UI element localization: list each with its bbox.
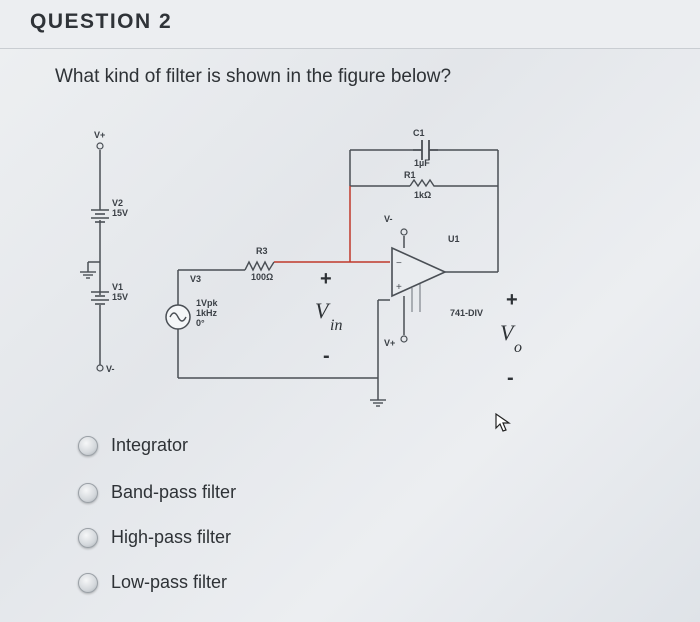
- c1-value-label: 1µF: [414, 158, 430, 168]
- v1-battery: [91, 291, 109, 305]
- answer-label: Integrator: [111, 435, 189, 455]
- vo-minus-sign: -: [507, 367, 514, 389]
- v2-battery: [91, 209, 109, 223]
- vo-v-symbol: V: [500, 320, 516, 345]
- vin-v-symbol: V: [315, 298, 331, 323]
- radio-button[interactable]: [78, 573, 98, 593]
- answer-label: Low-pass filter: [111, 572, 228, 592]
- radio-button[interactable]: [78, 436, 98, 456]
- v-plus-terminal: [96, 142, 104, 150]
- opamp-v-plus-terminal: [400, 335, 408, 343]
- v2-label: V2: [112, 198, 123, 208]
- opamp-v-minus-terminal: [400, 228, 408, 236]
- v1-value-label: 15V: [112, 292, 128, 302]
- ground-symbol-left: [80, 271, 96, 279]
- r1-value-label: 1kΩ: [414, 190, 431, 200]
- opamp-triangle: [391, 246, 447, 298]
- opamp-plus-sign: +: [396, 282, 402, 293]
- r3-value-label: 100Ω: [251, 272, 273, 282]
- answer-option-integrator[interactable]: Integrator: [78, 430, 338, 464]
- vin-minus-sign: -: [323, 345, 330, 367]
- v3-amplitude-label: 1Vpk: [196, 298, 219, 308]
- signal-wires: [177, 149, 499, 400]
- radio-button[interactable]: [78, 483, 98, 503]
- vin-subscript: in: [330, 317, 342, 334]
- opamp-minus-sign: −: [396, 258, 402, 269]
- v-plus-label: V+: [94, 130, 105, 140]
- inverting-node-wires: [274, 186, 390, 263]
- answer-option-low-pass[interactable]: Low-pass filter: [78, 567, 338, 601]
- answer-option-band-pass[interactable]: Band-pass filter: [78, 477, 338, 511]
- vo-subscript: o: [514, 339, 522, 356]
- mouse-pointer-icon: [495, 412, 511, 432]
- question-title: QUESTION 2: [30, 10, 173, 33]
- ground-symbol-bottom: [370, 399, 386, 407]
- v3-phase-label: 0°: [196, 318, 205, 328]
- supply-wires: [87, 150, 101, 365]
- opamp-offset-pins: [411, 284, 421, 312]
- r3-label: R3: [256, 246, 268, 256]
- v-minus-terminal: [96, 364, 104, 372]
- question-header: QUESTION 2: [0, 0, 700, 49]
- sine-wave-icon: [169, 312, 187, 322]
- answer-label: Band-pass filter: [111, 482, 237, 502]
- radio-button[interactable]: [78, 528, 98, 548]
- vin-plus-sign: +: [320, 268, 332, 290]
- opamp-v-minus-label: V-: [384, 214, 393, 224]
- opamp-v-plus-label: V+: [384, 338, 395, 348]
- u1-label: U1: [448, 234, 460, 244]
- v3-frequency-label: 1kHz: [196, 308, 218, 318]
- answer-label: High-pass filter: [111, 527, 232, 547]
- r3-resistor: [244, 260, 275, 272]
- v3-label: V3: [190, 274, 201, 284]
- v2-value-label: 15V: [112, 208, 128, 218]
- v1-label: V1: [112, 282, 123, 292]
- v-minus-label: V-: [106, 364, 115, 374]
- c1-label: C1: [413, 128, 425, 138]
- r1-resistor: [409, 178, 440, 188]
- opamp-model-label: 741-DIV: [450, 308, 483, 318]
- answer-option-high-pass[interactable]: High-pass filter: [78, 522, 338, 556]
- r1-label: R1: [404, 170, 416, 180]
- question-prompt: What kind of filter is shown in the figu…: [55, 66, 452, 87]
- c1-capacitor: [413, 140, 438, 160]
- vo-plus-sign: +: [506, 289, 518, 311]
